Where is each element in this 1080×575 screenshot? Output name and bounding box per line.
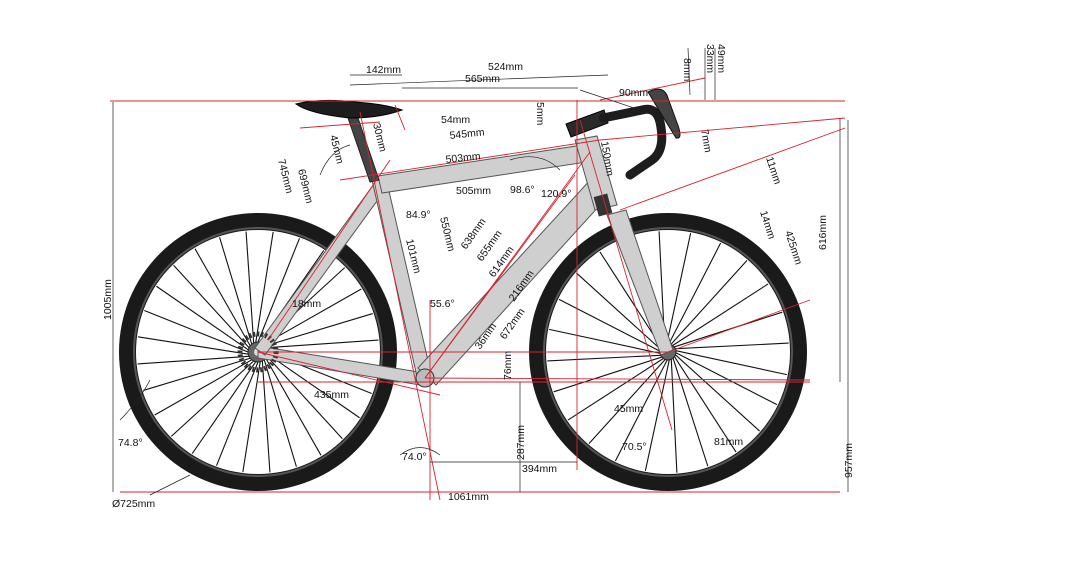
label-70-5: 70.5° [622,441,647,453]
spoke [265,313,373,347]
label-287: 287mm [515,425,527,460]
spoke [672,358,709,467]
spoke [263,288,362,345]
label-1005: 1005mm [102,279,114,320]
spoke [672,283,769,346]
spoke [170,360,255,437]
spoke [137,336,249,355]
label-1061: 1061mm [448,491,489,503]
spoke [215,361,259,466]
label-5: 5mm [534,102,546,126]
spoke [266,339,379,349]
label-74-0: 74.0° [402,451,427,463]
spoke [266,355,343,440]
label-505: 505mm [456,185,491,197]
spoke [143,357,251,391]
label-33: 33mm [704,44,716,73]
spoke [567,358,664,421]
spoke [558,298,661,352]
label-14: 14mm [757,209,778,241]
spoke [670,260,748,345]
spoke [255,231,274,343]
spoke [191,361,257,454]
label-18: 18mm [292,298,321,310]
label-142: 142mm [366,64,401,76]
saddle [294,99,404,119]
spoke [263,359,297,467]
spoke [553,356,662,393]
spoke [675,352,778,406]
spoke [267,353,360,419]
label-81: 81mm [714,436,743,448]
spoke [644,359,670,471]
spoke [156,285,249,351]
spoke [265,357,322,456]
spoke [547,354,661,362]
spoke [257,238,301,343]
spoke [242,361,261,473]
spoke [154,359,253,416]
spoke [549,328,661,354]
geometry-lines [110,77,846,501]
spoke [675,354,760,432]
spoke [668,242,722,345]
spoke [219,237,253,345]
label-957: 957mm [843,443,855,478]
label-98-6: 98.6° [510,184,535,196]
label-74-8: 74.8° [118,437,143,449]
label-699: 699mm [295,168,315,205]
label-45: 45mm [327,134,346,165]
label-120-9: 120.9° [541,188,571,200]
label-76: 76mm [502,351,514,380]
spoke [670,359,678,473]
label-90: 90mm [619,87,648,99]
dimension-guides [112,47,849,496]
spoke [666,233,692,345]
spoke [144,309,249,353]
handlebar [598,104,667,180]
label-745: 745mm [275,158,295,195]
spoke [674,356,737,453]
spoke [675,350,787,376]
label-84-9: 84.9° [406,209,431,221]
spoke [675,342,789,350]
label-565: 565mm [465,73,500,85]
spoke [194,248,251,347]
spoke [599,251,662,348]
label-8: 8mm [681,58,693,82]
stem [565,109,613,217]
label-435: 435mm [314,389,349,401]
label-49: 49mm [715,44,727,73]
label-7: 7mm [698,128,714,153]
label-30: 30mm [370,122,389,153]
spoke [261,360,271,473]
label-425: 425mm [782,229,804,266]
label-394: 394mm [522,463,557,475]
label-524: 524mm [488,61,523,73]
spoke [576,272,661,350]
label-616: 616mm [817,215,829,250]
label-54: 54mm [441,114,470,126]
label-55-6: 55.6° [430,298,455,310]
label-550: 550mm [437,216,457,253]
label-11: 11mm [763,155,783,186]
spoke [137,355,250,365]
spoke [588,359,666,444]
label-545: 545mm [449,126,485,142]
spoke [614,359,668,462]
spoke [245,231,255,344]
label-725: Ø725mm [112,498,155,510]
label-45b: 45mm [614,403,643,415]
label-503: 503mm [445,150,481,166]
spoke [173,264,250,349]
